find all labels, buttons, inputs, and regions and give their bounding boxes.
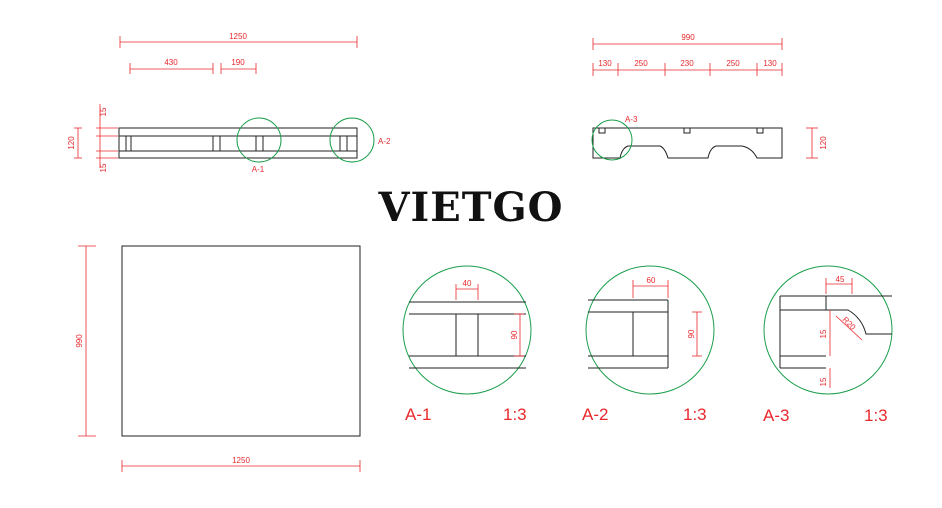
detail-a3-caption: A-3 [763,406,789,425]
detail-a3-bottom-label: 15 [819,377,828,386]
side-length-label: 1250 [229,32,247,41]
end-segment-1-label: 130 [598,59,612,68]
end-pallet-outline [592,127,783,159]
detail-a2-scale: 1:3 [683,405,707,424]
side-bottom-thickness-label: 15 [99,163,108,172]
detail-a1-caption: A-1 [405,405,431,424]
side-height-dimensions [74,104,118,168]
plan-outline [121,245,361,437]
detail-a2-callout: A-2 [378,137,391,146]
detail-a1-height-label: 90 [510,330,519,339]
plan-width-dimension [121,460,361,472]
side-length-dimension [119,36,358,48]
detail-a1-scale: 1:3 [503,405,527,424]
end-segment-dimensions [592,63,783,76]
end-width-dimension [592,38,783,50]
detail-a3-marker [591,119,633,161]
plan-depth-dimension [78,245,96,437]
end-height-dimension [806,127,818,159]
end-segment-4-label: 250 [726,59,740,68]
detail-a3: 45 R20 15 15 [763,265,893,395]
detail-a2: 60 90 [585,265,715,395]
side-pallet-outline [118,127,358,159]
detail-a1-callout: A-1 [252,165,265,174]
detail-a2-height-label: 90 [687,329,696,338]
side-top-thickness-label: 15 [99,107,108,116]
end-width-label: 990 [681,33,695,42]
end-segment-5-label: 130 [763,59,777,68]
plan-depth-label: 990 [75,334,84,348]
end-segment-3-label: 230 [680,59,694,68]
detail-a3-callout: A-3 [625,115,638,124]
plan-view: 990 1250 [75,245,361,472]
detail-a3-top-label: 15 [819,329,828,338]
end-block-notches [598,127,764,134]
detail-a1-marker [236,117,282,163]
side-height-label: 120 [67,136,76,150]
detail-a3-radius-label: R20 [841,315,858,332]
detail-a3-width-label: 45 [836,275,845,284]
detail-a1: 40 90 [402,265,532,395]
detail-a2-width-label: 60 [647,276,656,285]
side-segment-dimensions [129,63,257,74]
brand-logo: VIETGO [378,184,564,231]
end-segment-2-label: 250 [634,59,648,68]
side-view: 1250 430 190 15 120 15 [67,32,391,174]
detail-a2-marker [329,117,375,163]
side-segment-1-label: 430 [164,58,178,67]
detail-a2-caption: A-2 [582,405,608,424]
detail-a3-scale: 1:3 [864,406,888,425]
end-height-label: 120 [819,136,828,150]
detail-a1-width-label: 40 [463,279,472,288]
detail-captions: A-1 1:3 A-2 1:3 A-3 1:3 [405,405,888,425]
end-view: 990 130 250 230 250 130 120 A-3 [591,33,828,161]
plan-width-label: 1250 [232,456,250,465]
side-segment-2-label: 190 [231,58,245,67]
